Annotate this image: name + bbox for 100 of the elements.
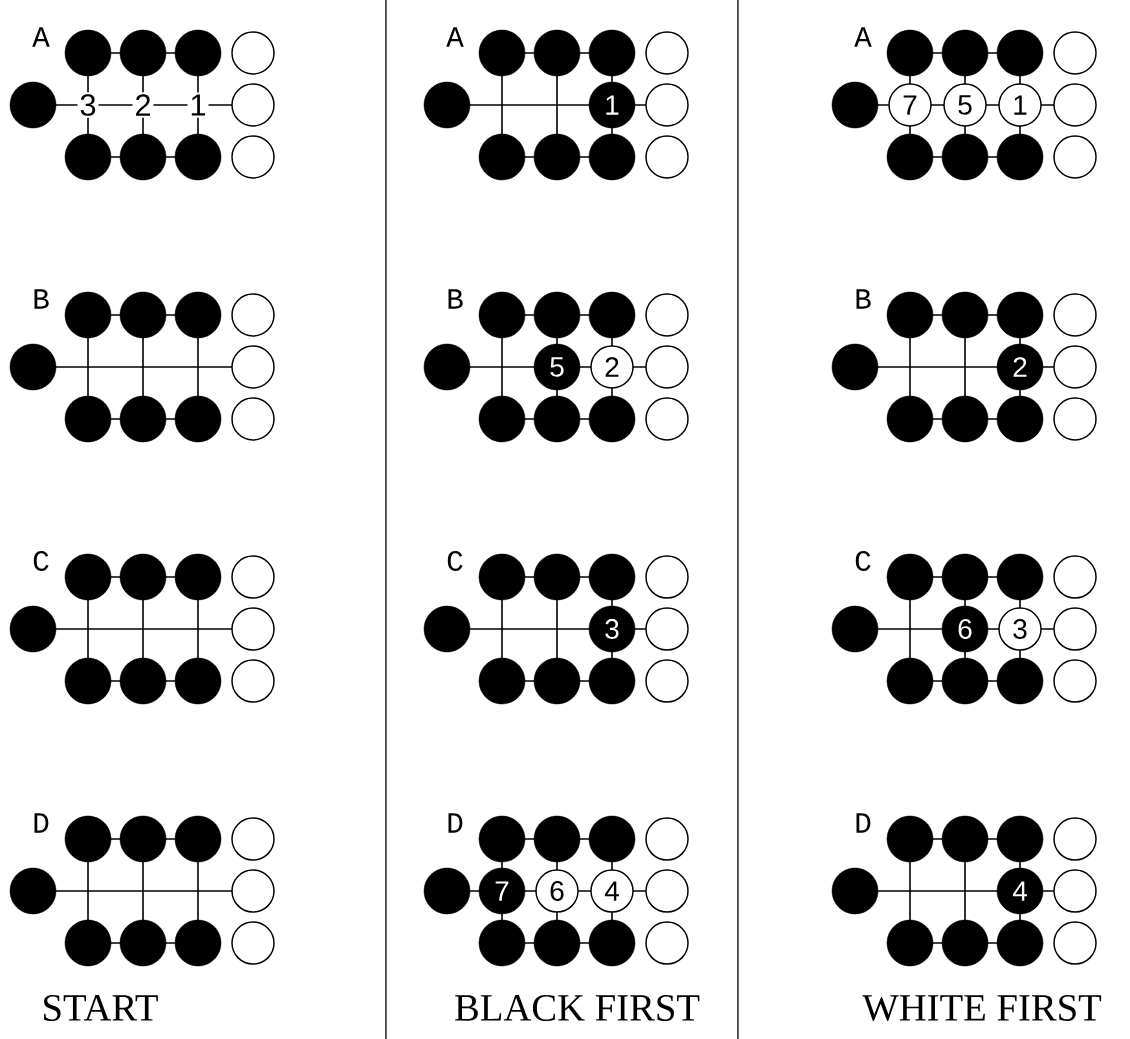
stone xyxy=(1053,31,1097,75)
stone xyxy=(9,343,57,391)
stone xyxy=(886,395,934,443)
stone xyxy=(1053,83,1097,127)
stone xyxy=(231,921,275,965)
stone xyxy=(9,867,57,915)
stone xyxy=(231,659,275,703)
stone xyxy=(886,291,934,339)
panel-letter: B xyxy=(34,289,49,309)
stone xyxy=(1053,607,1097,651)
numbered-stone: 4 xyxy=(996,867,1044,915)
stone xyxy=(231,397,275,441)
stone xyxy=(231,555,275,599)
move-number: 3 xyxy=(77,92,99,118)
stone xyxy=(645,293,689,337)
stone xyxy=(533,919,581,967)
stone xyxy=(1053,555,1097,599)
stone xyxy=(231,607,275,651)
stone xyxy=(588,657,636,705)
stone xyxy=(533,657,581,705)
numbered-stone: 5 xyxy=(943,83,987,127)
panel-letter: A xyxy=(854,27,872,47)
stone xyxy=(119,815,167,863)
panel-letter: B xyxy=(856,289,871,309)
stone xyxy=(886,657,934,705)
stone xyxy=(174,29,222,77)
stone xyxy=(941,133,989,181)
stone xyxy=(941,815,989,863)
stone xyxy=(886,815,934,863)
stone xyxy=(645,31,689,75)
stone xyxy=(645,817,689,861)
stone xyxy=(533,29,581,77)
stone xyxy=(174,553,222,601)
stone xyxy=(174,815,222,863)
stone xyxy=(996,29,1044,77)
stone xyxy=(64,657,112,705)
panel-letter: D xyxy=(856,813,871,833)
stone xyxy=(478,395,526,443)
stone xyxy=(886,553,934,601)
stone xyxy=(231,869,275,913)
stone xyxy=(64,29,112,77)
stone xyxy=(588,29,636,77)
stone xyxy=(478,919,526,967)
panel-letter: D xyxy=(448,813,463,833)
stone xyxy=(533,291,581,339)
stone xyxy=(588,815,636,863)
stone xyxy=(478,133,526,181)
stone xyxy=(588,395,636,443)
stone xyxy=(478,815,526,863)
move-number: 2 xyxy=(132,92,154,118)
stone xyxy=(231,83,275,127)
stone xyxy=(1053,135,1097,179)
stone xyxy=(1053,659,1097,703)
panel-letter: B xyxy=(448,289,463,309)
numbered-stone: 1 xyxy=(998,83,1042,127)
stone xyxy=(645,397,689,441)
stone xyxy=(478,553,526,601)
numbered-stone: 3 xyxy=(588,605,636,653)
stone xyxy=(645,135,689,179)
stone xyxy=(231,293,275,337)
stone xyxy=(831,343,879,391)
column-caption: START xyxy=(44,995,158,1021)
stone xyxy=(645,555,689,599)
stone xyxy=(645,869,689,913)
stone xyxy=(588,553,636,601)
stone xyxy=(1053,869,1097,913)
panel-letter: A xyxy=(446,27,464,47)
stone xyxy=(1053,293,1097,337)
stone xyxy=(9,81,57,129)
stone xyxy=(996,133,1044,181)
stone xyxy=(174,291,222,339)
stone xyxy=(423,867,471,915)
stone xyxy=(119,395,167,443)
stone xyxy=(941,395,989,443)
panel-letter: C xyxy=(33,551,49,571)
stone xyxy=(941,919,989,967)
stone xyxy=(533,815,581,863)
stone xyxy=(533,395,581,443)
stone xyxy=(64,133,112,181)
stone xyxy=(119,553,167,601)
move-number: 1 xyxy=(187,92,209,118)
stone xyxy=(533,553,581,601)
stone xyxy=(119,291,167,339)
stone xyxy=(941,291,989,339)
stone xyxy=(478,291,526,339)
stone xyxy=(231,135,275,179)
stone xyxy=(423,81,471,129)
stone xyxy=(941,29,989,77)
stone xyxy=(231,817,275,861)
stone xyxy=(64,919,112,967)
stone xyxy=(119,919,167,967)
stone xyxy=(996,657,1044,705)
stone xyxy=(231,31,275,75)
stone xyxy=(423,343,471,391)
stone xyxy=(588,919,636,967)
stone xyxy=(174,133,222,181)
panel-letter: C xyxy=(447,551,463,571)
stone xyxy=(119,29,167,77)
stone xyxy=(174,395,222,443)
stone xyxy=(64,395,112,443)
